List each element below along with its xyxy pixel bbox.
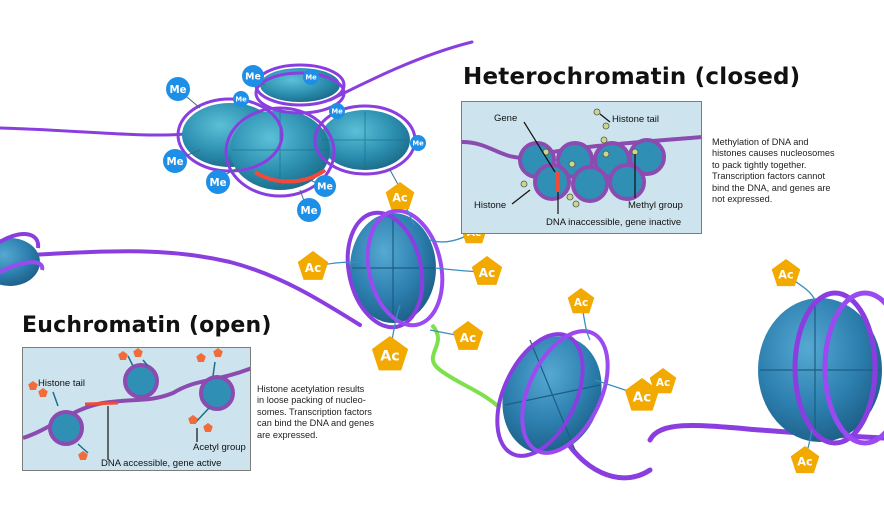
nucleosome-open-3	[758, 290, 884, 446]
acetyl-group-icon	[28, 381, 38, 390]
gene-region-open	[430, 323, 502, 410]
label-dna-accessible: DNA accessible, gene active	[101, 458, 222, 469]
acetyl-group-icon	[203, 423, 213, 432]
heterochromatin-inset: Gene Histone tail Histone Methyl group D…	[461, 101, 702, 234]
acetyl-badge: Ac	[624, 378, 660, 411]
acetyl-badge-label: Ac	[392, 192, 407, 205]
acetyl-group-icon	[188, 415, 198, 424]
label-histone-tail: Histone tail	[612, 114, 659, 125]
acetyl-badge-label: Ac	[479, 266, 495, 280]
nucleosome-open-edge	[0, 231, 45, 286]
methyl-badge-label: Me	[300, 206, 317, 217]
methyl-badge: Me	[166, 77, 190, 101]
euchromatin-title: Euchromatin (open)	[22, 313, 272, 338]
acetyl-badge: Ac	[567, 288, 595, 314]
euchromatin-inset: Histone tail Acetyl group DNA accessible…	[22, 347, 251, 471]
acetyl-group-icon	[196, 353, 206, 362]
acetyl-group-icon	[133, 348, 143, 357]
methyl-badge-label: Me	[169, 85, 186, 96]
acetyl-badge-label: Ac	[778, 269, 793, 282]
methyl-badge-label: Me	[245, 72, 261, 83]
nucleosome-open-1	[345, 208, 445, 330]
acetyl-badge: Ac	[371, 336, 409, 371]
acetyl-badge: Ac	[649, 368, 677, 394]
heterochromatin-description: Methylation of DNA and histones causes n…	[712, 137, 835, 205]
methyl-badge: Me	[303, 69, 319, 85]
methyl-badge: Me	[297, 198, 321, 222]
acetyl-badge: Ac	[297, 251, 329, 280]
label-histone-tail-open: Histone tail	[38, 378, 85, 389]
methyl-badge-label: Me	[331, 108, 343, 116]
acetyl-badge-label: Ac	[633, 389, 651, 405]
label-methyl-group: Methyl group	[628, 200, 683, 211]
acetyl-group-icon	[118, 351, 128, 360]
gene-region-closed	[253, 168, 327, 184]
acetyl-badge: Ac	[452, 321, 484, 350]
methyl-badge: Me	[163, 149, 187, 173]
acetyl-group-icon	[78, 451, 88, 460]
acetyl-group-icon	[38, 388, 48, 397]
label-acetyl-group: Acetyl group	[193, 442, 246, 453]
acetyl-badge: Ac	[790, 446, 820, 474]
acetyl-badge: Ac	[385, 182, 415, 210]
acetyl-badge-label: Ac	[460, 331, 476, 345]
methyl-badge: Me	[233, 91, 249, 107]
methyl-badge-label: Me	[209, 178, 226, 189]
acetyl-badge-label: Ac	[797, 456, 812, 469]
euchromatin-description: Histone acetylation results in loose pac…	[257, 384, 374, 440]
label-gene: Gene	[494, 113, 518, 124]
euchromatin-inset-diagram	[23, 348, 250, 460]
methyl-badge-label: Me	[235, 96, 247, 104]
acetyl-badge: Ac	[471, 256, 503, 285]
acetyl-group-icon	[213, 348, 223, 357]
acetyl-badge-label: Ac	[656, 377, 670, 389]
heterochromatin-title: Heterochromatin (closed)	[463, 64, 801, 90]
label-dna-inaccessible: DNA inaccessible, gene inactive	[546, 217, 682, 228]
acetyl-badge-label: Ac	[380, 349, 399, 365]
methyl-badge-label: Me	[166, 157, 183, 168]
methyl-badge: Me	[242, 65, 264, 87]
methyl-badge-label: Me	[412, 140, 424, 148]
methyl-badge-label: Me	[317, 182, 333, 193]
nucleosome-cluster-closed	[176, 63, 417, 198]
methyl-badge: Me	[410, 135, 426, 151]
acetyl-badge: Ac	[771, 259, 801, 287]
nucleosome-open-2	[495, 329, 610, 458]
label-histone: Histone	[474, 200, 507, 211]
methyl-badge-label: Me	[305, 74, 317, 82]
methyl-badge: Me	[314, 175, 336, 197]
methyl-badge: Me	[329, 103, 345, 119]
heterochromatin-inset-diagram	[462, 108, 701, 214]
acetyl-badge-label: Ac	[574, 297, 588, 309]
methyl-badge: Me	[206, 170, 230, 194]
acetyl-badge-label: Ac	[305, 261, 321, 275]
